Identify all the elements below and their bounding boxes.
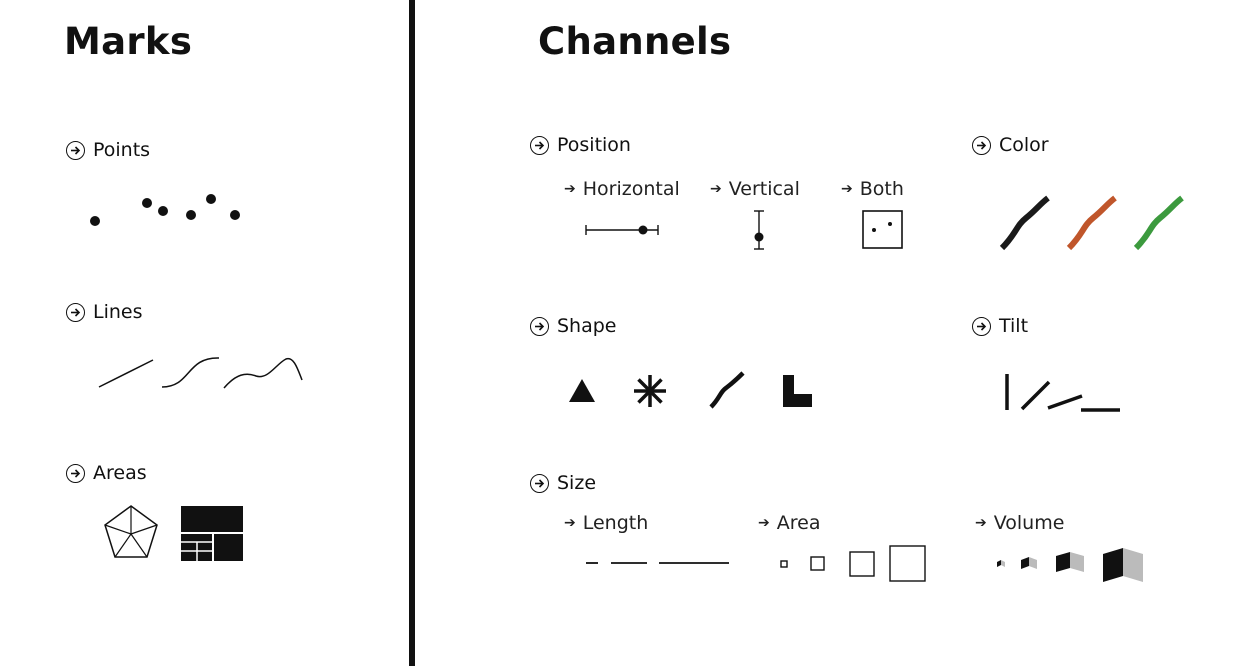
arrow-circle-icon xyxy=(972,316,991,336)
both-position-illustration xyxy=(862,210,903,249)
shape-heading: Shape xyxy=(530,315,617,337)
arrow-circle-icon xyxy=(530,135,549,155)
asterisk-shape-icon xyxy=(634,375,666,407)
arrow-right-icon: ➔ xyxy=(975,515,987,531)
point-mark xyxy=(186,210,196,220)
color-swatch xyxy=(1066,195,1117,251)
arrow-right-icon: ➔ xyxy=(841,181,853,197)
marks-title: Marks xyxy=(64,20,193,63)
arrow-circle-icon xyxy=(530,316,549,336)
points-label: Points xyxy=(93,139,151,161)
triangle-shape-icon xyxy=(569,379,595,402)
point-mark xyxy=(90,216,100,226)
arrow-right-icon: ➔ xyxy=(758,515,770,531)
pentagon-area-mark xyxy=(104,505,158,558)
arrow-right-icon: ➔ xyxy=(564,515,576,531)
horizontal-label: Horizontal xyxy=(582,178,680,200)
length-label: Length xyxy=(582,512,649,534)
straight-line-mark xyxy=(98,359,154,388)
shape-label: Shape xyxy=(557,315,617,337)
areas-heading: Areas xyxy=(66,462,147,484)
color-label: Color xyxy=(999,134,1049,156)
areas-label: Areas xyxy=(93,462,147,484)
point-mark xyxy=(142,198,152,208)
vertical-label: Vertical xyxy=(728,178,800,200)
horizontal-position-illustration xyxy=(585,225,659,235)
volume-subheading: ➔ Volume xyxy=(975,512,1064,534)
tilt-illustration xyxy=(1005,374,1120,412)
area-label: Area xyxy=(776,512,821,534)
volume-label: Volume xyxy=(993,512,1065,534)
both-label: Both xyxy=(859,178,904,200)
position-heading: Position xyxy=(530,134,631,156)
treemap-area-mark xyxy=(181,506,243,561)
color-swatches-illustration xyxy=(999,195,1184,251)
color-heading: Color xyxy=(972,134,1049,156)
point-mark xyxy=(158,206,168,216)
points-heading: Points xyxy=(66,139,150,161)
position-label: Position xyxy=(557,134,631,156)
section-divider xyxy=(409,0,415,666)
point-mark xyxy=(206,194,216,204)
arrow-circle-icon xyxy=(530,473,549,493)
curved-line-mark xyxy=(161,357,220,388)
length-subheading: ➔ Length xyxy=(564,512,648,534)
color-swatch xyxy=(1133,195,1184,251)
arrow-circle-icon xyxy=(66,140,85,160)
size-label: Size xyxy=(557,472,597,494)
length-illustration xyxy=(586,562,729,564)
vertical-subheading: ➔ Vertical xyxy=(710,178,800,200)
arrow-right-icon: ➔ xyxy=(710,181,722,197)
both-subheading: ➔ Both xyxy=(841,178,904,200)
arrow-circle-icon xyxy=(66,302,85,322)
horizontal-subheading: ➔ Horizontal xyxy=(564,178,680,200)
area-size-illustration xyxy=(780,545,926,582)
lines-mark-illustration xyxy=(98,357,303,389)
wavy-line-mark xyxy=(223,357,303,389)
points-mark-illustration xyxy=(90,194,240,226)
volume-illustration xyxy=(997,548,1143,582)
arrow-right-icon: ➔ xyxy=(564,181,576,197)
arrow-circle-icon xyxy=(66,463,85,483)
vertical-position-illustration xyxy=(754,210,764,250)
color-swatch xyxy=(999,195,1050,251)
arrow-circle-icon xyxy=(972,135,991,155)
size-heading: Size xyxy=(530,472,596,494)
channels-title: Channels xyxy=(538,20,732,63)
tilt-label: Tilt xyxy=(999,315,1029,337)
area-subheading: ➔ Area xyxy=(758,512,820,534)
l-shape-icon xyxy=(783,375,812,407)
tilt-heading: Tilt xyxy=(972,315,1028,337)
curve-shape-icon xyxy=(709,371,745,409)
lines-label: Lines xyxy=(93,301,143,323)
lines-heading: Lines xyxy=(66,301,143,323)
point-mark xyxy=(230,210,240,220)
